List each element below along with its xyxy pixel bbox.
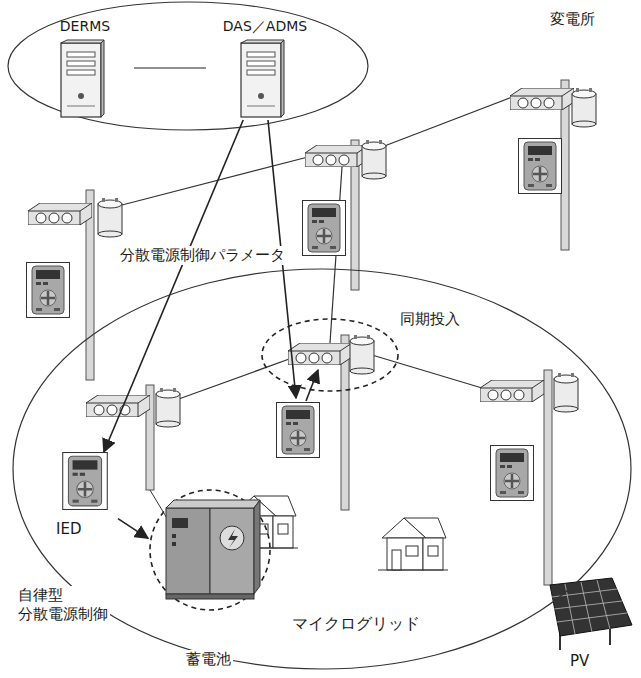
server-node: DAS／ADMS — [206, 16, 324, 120]
node-text: DERMS — [36, 18, 134, 35]
pole-equipment — [28, 88, 596, 427]
sync-close-group: 同期投入 — [258, 310, 464, 398]
node-text: マイクログリッド — [290, 614, 422, 633]
node-text: 同期投入 — [400, 310, 460, 328]
node-text: 蓄電池 — [184, 650, 233, 668]
control-label: 自律型 分散電源制御 — [16, 586, 110, 624]
ied-device: IED — [52, 452, 118, 542]
node-text: DAS／ADMS — [206, 18, 324, 35]
node-text: IED — [56, 520, 81, 538]
substation-label: 変電所 — [548, 10, 597, 29]
battery-cabinet — [166, 500, 260, 599]
server-node: DERMS — [36, 16, 134, 120]
pv-panel — [550, 578, 632, 650]
house — [378, 518, 448, 570]
poles — [86, 80, 569, 585]
battery-group: 蓄電池 — [148, 486, 272, 672]
connector — [104, 120, 243, 452]
server-icon — [241, 40, 284, 117]
connector — [134, 67, 206, 68]
edge-label: 分散電源制御パラメータ — [118, 246, 287, 265]
region-outline — [13, 269, 631, 669]
system-ellipse — [8, 2, 368, 130]
close-command-arrow — [306, 370, 318, 401]
pv-label: PV — [568, 652, 591, 671]
battery-shape — [148, 486, 272, 672]
dashed-outline — [262, 319, 398, 391]
server-icon — [61, 40, 104, 117]
ied-icon — [63, 453, 108, 510]
battery-wire — [150, 490, 168, 520]
dashed-outline — [150, 490, 270, 610]
connector — [118, 519, 148, 539]
